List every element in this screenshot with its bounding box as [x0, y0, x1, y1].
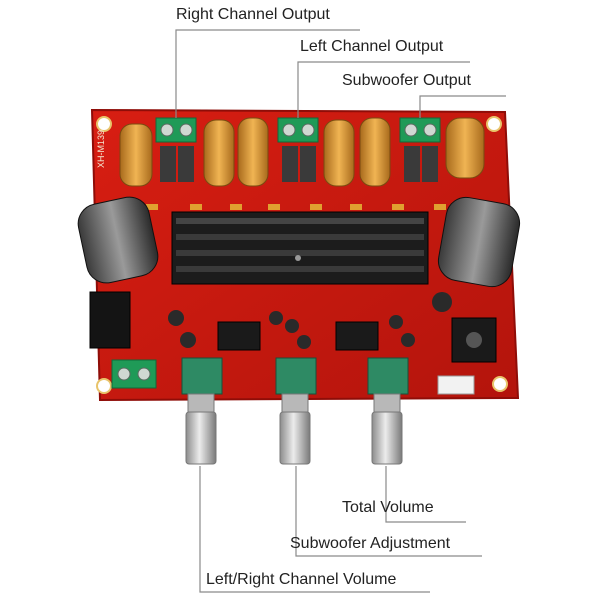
potentiometer-subwoofer-adjustment[interactable] — [275, 357, 317, 465]
inductor-coils — [119, 117, 485, 187]
potentiometer-left-right-volume[interactable] — [181, 357, 223, 465]
electrolytic-capacitor-icon — [437, 196, 521, 288]
terminal-block-right-output[interactable] — [155, 117, 197, 143]
connector-header-icon[interactable] — [437, 375, 475, 395]
label-total-volume: Total Volume — [342, 499, 434, 516]
heatsink-icon — [171, 211, 429, 285]
electrolytic-capacitor-icon — [77, 196, 159, 284]
inductor-coil-icon — [237, 117, 269, 187]
film-capacitors — [160, 146, 438, 182]
label-right-channel-output: Right Channel Output — [176, 6, 330, 23]
inductor-coil-icon — [119, 123, 153, 187]
potentiometer-total-volume[interactable] — [367, 357, 409, 465]
callout-line-subwoofer-adjustment — [295, 466, 482, 557]
label-subwoofer-adjustment: Subwoofer Adjustment — [290, 535, 451, 552]
callout-line-left-right-volume — [199, 466, 430, 593]
label-left-right-channel-volume: Left/Right Channel Volume — [206, 571, 397, 588]
small-capacitors — [168, 292, 452, 349]
terminal-block-subwoofer-output[interactable] — [399, 117, 441, 143]
label-left-channel-output: Left Channel Output — [300, 38, 444, 55]
inductor-coil-icon — [445, 117, 485, 179]
terminal-block-power-input[interactable] — [111, 359, 157, 389]
callout-line-right-output — [175, 29, 360, 118]
mounting-hole — [492, 376, 508, 392]
ic-chip-icon — [217, 321, 261, 351]
terminal-block-left-output[interactable] — [277, 117, 319, 143]
audio-jack-icon[interactable] — [451, 317, 497, 363]
inductor-coil-icon — [203, 119, 235, 187]
mounting-hole — [96, 116, 112, 132]
callout-line-subwoofer-output — [419, 95, 506, 118]
dc-jack-icon[interactable] — [89, 291, 131, 349]
callout-line-total-volume — [385, 466, 466, 523]
label-subwoofer-output: Subwoofer Output — [342, 72, 471, 89]
mounting-hole — [96, 378, 112, 394]
inductor-coil-icon — [323, 119, 355, 187]
inductor-coil-icon — [359, 117, 391, 187]
callout-line-left-output — [297, 61, 470, 118]
callout-lines — [175, 29, 506, 593]
mounting-hole — [486, 116, 502, 132]
board-model-text: XH-M139 — [96, 130, 106, 168]
smd-components — [146, 204, 446, 210]
ic-chip-icon — [335, 321, 379, 351]
